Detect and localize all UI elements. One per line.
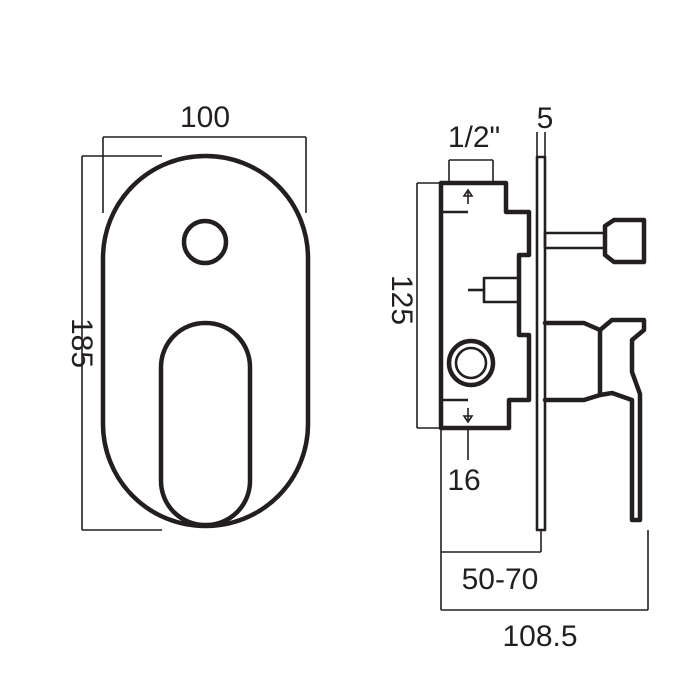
outlet-port-outer bbox=[446, 338, 496, 388]
depth-range-label: 50-70 bbox=[462, 563, 539, 596]
diverter-spindle bbox=[543, 231, 607, 250]
lever-handle-blade bbox=[597, 317, 647, 523]
inlet-label: 1/2" bbox=[448, 121, 500, 154]
width-label: 100 bbox=[180, 101, 230, 134]
diverter-button bbox=[181, 218, 229, 266]
overall-depth-label: 108.5 bbox=[502, 620, 577, 653]
height-label: 185 bbox=[65, 318, 98, 368]
valve-body bbox=[438, 180, 532, 431]
outlet-port-inner bbox=[454, 346, 488, 380]
lever-handle-front bbox=[158, 320, 253, 528]
plate-label: 5 bbox=[537, 102, 554, 135]
flow-arrow-down-icon bbox=[462, 408, 474, 424]
mounting-plate bbox=[535, 155, 547, 532]
side-view: 125 1/2" 5 16 50-70 108.5 bbox=[385, 102, 649, 653]
front-view: 100 185 bbox=[65, 101, 311, 531]
offset-label: 16 bbox=[447, 464, 480, 497]
body-height-label: 125 bbox=[385, 275, 418, 325]
lever-handle-side bbox=[542, 320, 603, 403]
flow-arrow-up-icon bbox=[462, 188, 474, 204]
diverter-knob bbox=[602, 217, 647, 265]
faceplate-outline bbox=[100, 153, 311, 529]
cartridge-block bbox=[482, 276, 521, 304]
